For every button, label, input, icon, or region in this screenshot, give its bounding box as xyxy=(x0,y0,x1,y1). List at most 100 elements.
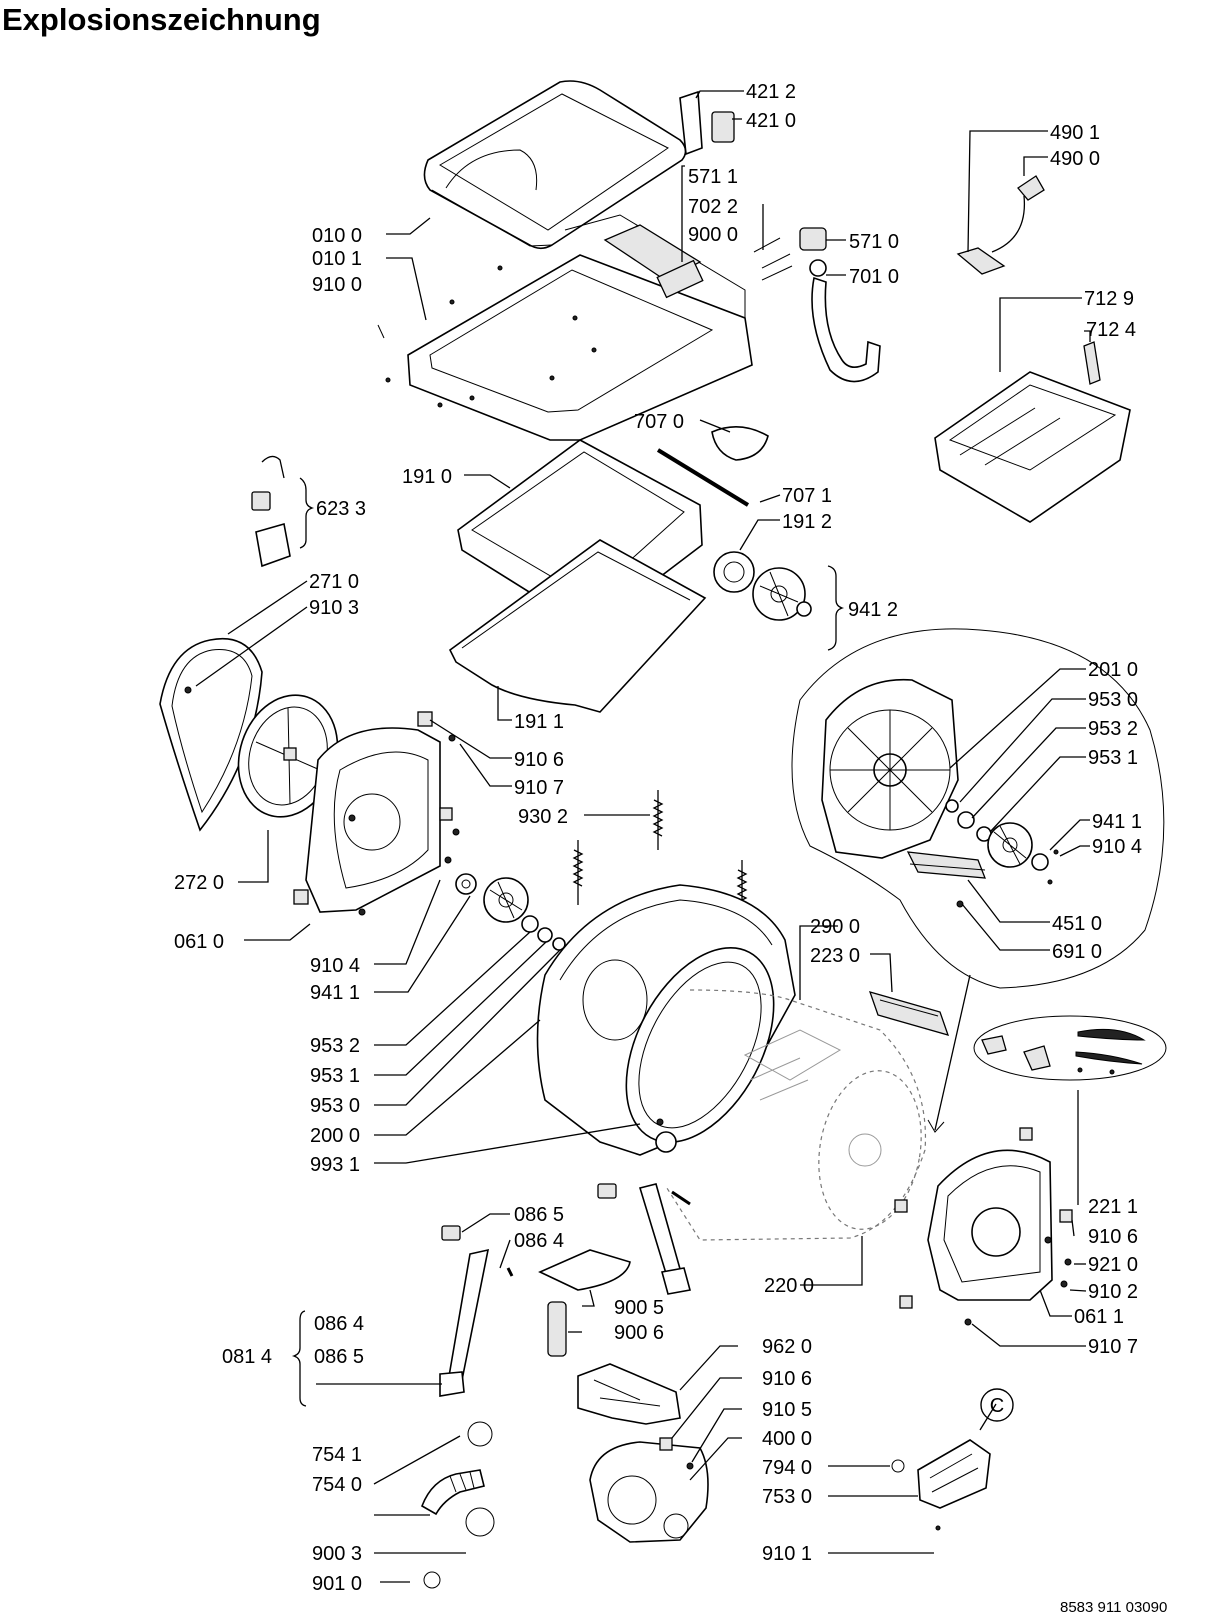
tub-part xyxy=(536,884,796,1156)
part-label: 953 0 xyxy=(310,1095,360,1117)
dispenser-part xyxy=(934,341,1131,523)
part-label: 953 2 xyxy=(1088,718,1138,740)
part-label: 010 0 xyxy=(312,225,362,247)
shock-absorbers-part xyxy=(439,1183,692,1397)
page-title: Explosionszeichnung xyxy=(2,2,321,37)
document-number: 8583 911 03090 xyxy=(1060,1599,1167,1616)
part-label: 271 0 xyxy=(309,571,359,593)
mid-left-hardware xyxy=(439,734,566,951)
part-label: 910 4 xyxy=(310,955,360,977)
part-label: 900 6 xyxy=(614,1322,664,1344)
kit-ellipse-part xyxy=(973,1015,1167,1205)
part-label: 910 2 xyxy=(1088,1281,1138,1303)
part-label: 962 0 xyxy=(762,1336,812,1358)
control-module-part xyxy=(891,1439,991,1531)
motor-part xyxy=(589,1437,709,1543)
seal-part xyxy=(656,426,769,507)
callout-letter: C xyxy=(990,1395,1004,1417)
part-label: 272 0 xyxy=(174,872,224,894)
part-label: 623 3 xyxy=(316,498,366,520)
part-label: 953 0 xyxy=(1088,689,1138,711)
part-label: 910 4 xyxy=(1092,836,1142,858)
part-label: 900 5 xyxy=(614,1297,664,1319)
part-label: 701 0 xyxy=(849,266,899,288)
inlet-valve-part xyxy=(753,227,881,383)
side-panel-right-part xyxy=(894,1127,1073,1326)
part-label: 953 1 xyxy=(1088,747,1138,769)
inset-region xyxy=(791,628,1165,1133)
part-label: 754 0 xyxy=(312,1474,362,1496)
bracket-part xyxy=(868,991,950,1036)
part-label: 220 0 xyxy=(764,1275,814,1297)
part-label: 490 1 xyxy=(1050,122,1100,144)
part-label: 953 1 xyxy=(310,1065,360,1087)
drum-support-part xyxy=(713,551,812,621)
part-label: 910 3 xyxy=(309,597,359,619)
part-label: 921 0 xyxy=(1088,1254,1138,1276)
part-label: 941 2 xyxy=(848,599,898,621)
cover-plate-part xyxy=(577,1363,681,1425)
part-label: 086 4 xyxy=(514,1230,564,1252)
part-label: 702 2 xyxy=(688,196,738,218)
part-label: 754 1 xyxy=(312,1444,362,1466)
part-label: 953 2 xyxy=(310,1035,360,1057)
part-label: 571 1 xyxy=(688,166,738,188)
part-label: 061 0 xyxy=(174,931,224,953)
part-label: 191 0 xyxy=(402,466,452,488)
part-label: 290 0 xyxy=(810,916,860,938)
part-label: 201 0 xyxy=(1088,659,1138,681)
filter-part xyxy=(538,1249,631,1357)
leader-lines xyxy=(195,90,1091,1583)
part-label: 910 1 xyxy=(762,1543,812,1565)
part-label: 191 1 xyxy=(514,711,564,733)
part-label: 221 1 xyxy=(1088,1196,1138,1218)
part-label: 086 5 xyxy=(514,1204,564,1226)
part-label: 691 0 xyxy=(1052,941,1102,963)
door-lock-part xyxy=(679,90,735,156)
part-label: 010 1 xyxy=(312,248,362,270)
part-label: 707 0 xyxy=(634,411,684,433)
power-cord-part xyxy=(956,175,1045,275)
callout-circle xyxy=(980,1388,1014,1422)
lid-part xyxy=(423,80,687,250)
part-label: 930 2 xyxy=(518,806,568,828)
part-label: 707 1 xyxy=(782,485,832,507)
part-label: 191 2 xyxy=(782,511,832,533)
part-label: 794 0 xyxy=(762,1457,812,1479)
part-label: 081 4 xyxy=(222,1346,272,1368)
drive-belt-part xyxy=(159,638,263,832)
part-label: 490 0 xyxy=(1050,148,1100,170)
part-label: 421 2 xyxy=(746,81,796,103)
part-label: 910 6 xyxy=(514,749,564,771)
side-panel-left-part xyxy=(293,711,441,916)
part-label: 400 0 xyxy=(762,1428,812,1450)
part-label: 086 4 xyxy=(314,1313,364,1335)
top-frame-part xyxy=(377,214,753,441)
part-label: 901 0 xyxy=(312,1573,362,1595)
part-label: 223 0 xyxy=(810,945,860,967)
part-label: 712 4 xyxy=(1086,319,1136,341)
drum-part xyxy=(664,989,927,1286)
part-label: 753 0 xyxy=(762,1486,812,1508)
part-label: 200 0 xyxy=(310,1125,360,1147)
part-label: 910 7 xyxy=(1088,1336,1138,1358)
part-label: 900 0 xyxy=(688,224,738,246)
actuator-part xyxy=(251,455,291,568)
part-label: 910 0 xyxy=(312,274,362,296)
part-label: 712 9 xyxy=(1084,288,1134,310)
part-label: 941 1 xyxy=(310,982,360,1004)
part-label: 571 0 xyxy=(849,231,899,253)
part-label: 910 5 xyxy=(762,1399,812,1421)
part-label: 421 0 xyxy=(746,110,796,132)
part-label: 910 6 xyxy=(1088,1226,1138,1248)
part-label: 061 1 xyxy=(1074,1306,1124,1328)
part-label: 910 6 xyxy=(762,1368,812,1390)
tub-cover-part xyxy=(448,439,707,713)
part-label: 941 1 xyxy=(1092,811,1142,833)
part-label: 900 3 xyxy=(312,1543,362,1565)
drain-hose-part xyxy=(421,1421,495,1589)
part-label: 993 1 xyxy=(310,1154,360,1176)
part-label: 910 7 xyxy=(514,777,564,799)
part-label: 086 5 xyxy=(314,1346,364,1368)
